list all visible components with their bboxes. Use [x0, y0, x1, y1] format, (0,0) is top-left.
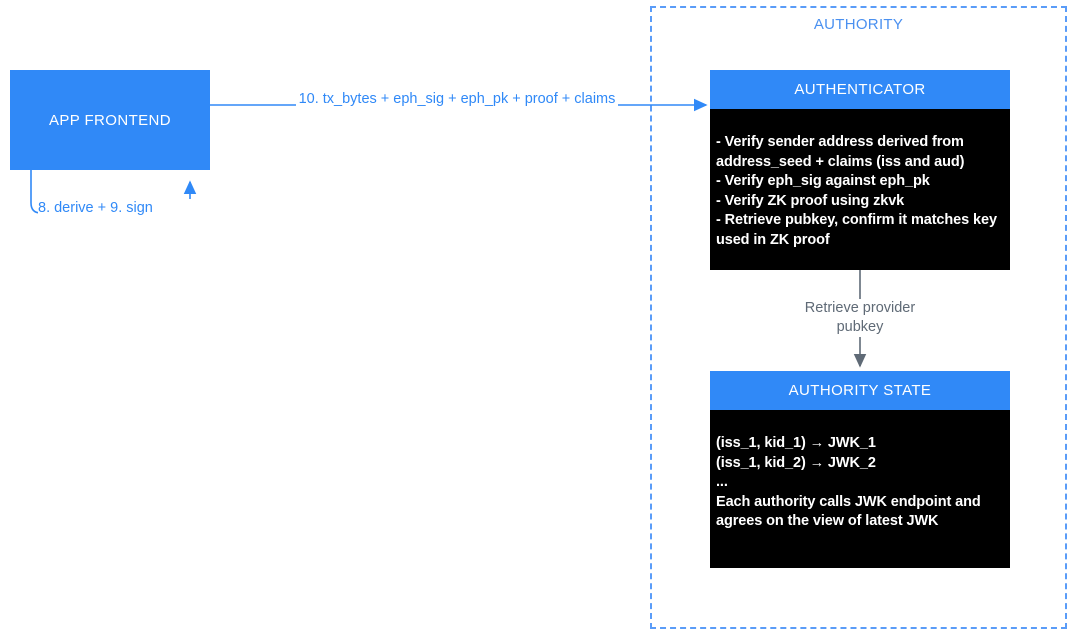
authority-group-label: AUTHORITY [813, 16, 904, 33]
node-authority-state-header: AUTHORITY STATE [710, 371, 1010, 410]
authority-group-boundary [650, 6, 1067, 629]
node-authenticator-body: - Verify sender address derived from add… [710, 109, 1010, 270]
node-authenticator[interactable]: AUTHENTICATOR - Verify sender address de… [710, 70, 1010, 270]
edge-label-derive-sign: 8. derive + 9. sign [38, 199, 193, 218]
node-app-frontend[interactable]: APP FRONTEND [10, 70, 210, 170]
edge-label-retrieve-provider-pubkey: Retrieve provider pubkey [780, 299, 940, 337]
node-authority-state-body: (iss_1, kid_1) → JWK_1 (iss_1, kid_2) → … [710, 410, 1010, 568]
node-authority-state[interactable]: AUTHORITY STATE (iss_1, kid_1) → JWK_1 (… [710, 371, 1010, 568]
node-app-frontend-label: APP FRONTEND [48, 111, 172, 129]
edge-label-tx-payload: 10. tx_bytes + eph_sig + eph_pk + proof … [296, 90, 618, 109]
node-authenticator-header: AUTHENTICATOR [710, 70, 1010, 109]
